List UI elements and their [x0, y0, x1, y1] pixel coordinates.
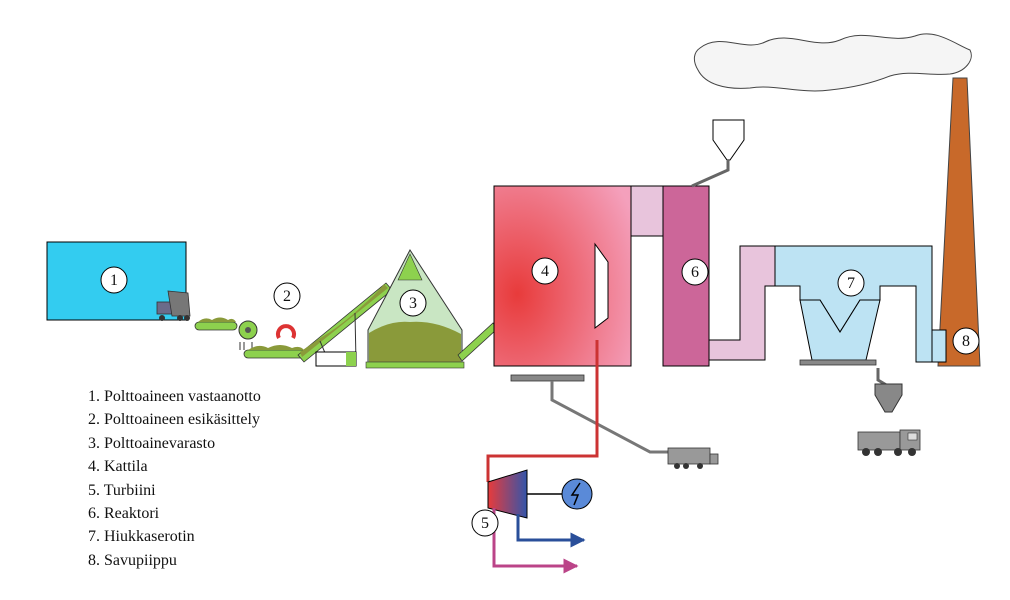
chimney [937, 77, 981, 367]
label-number-3: 3 [409, 295, 417, 312]
fuel-on-incline [300, 284, 388, 357]
legend-number: 4 [88, 458, 96, 476]
boiler [493, 185, 632, 367]
magnet-icon [276, 324, 296, 339]
boiler-ash-grate [510, 374, 585, 382]
legend-number: 3 [88, 434, 96, 452]
legend-label: Polttoaineen vastaanotto [104, 388, 261, 405]
label-circle-3: 3 [399, 289, 427, 317]
legend-label: Reaktori [104, 505, 160, 523]
conveyor-to-boiler [457, 322, 498, 362]
fly-ash-line [876, 368, 889, 388]
legend-item: 8. Savupiippu [88, 551, 177, 569]
legend-label: Savupiippu [104, 551, 177, 569]
separator-ash-grate [799, 359, 877, 366]
truck-icon [156, 290, 191, 321]
legend-number: 1 [88, 388, 96, 405]
label-circle-7: 7 [837, 269, 865, 297]
label-circle-1: 1 [100, 266, 128, 294]
truck-icon [667, 447, 719, 469]
fuel-on-conveyor-2 [248, 345, 304, 350]
hopper-icon [874, 383, 903, 413]
boiler-outlet-duct [630, 185, 664, 237]
flue-gas-duct [708, 245, 776, 361]
label-number-7: 7 [847, 275, 855, 292]
steam-line [486, 340, 599, 482]
legend-item: 3. Polttoainevarasto [88, 434, 216, 452]
ash-line [550, 381, 668, 454]
generator [561, 478, 593, 510]
label-number-5: 5 [481, 515, 489, 532]
legend-number: 6 [88, 505, 96, 523]
smoke-cloud-icon [693, 33, 972, 92]
label-circle-4: 4 [531, 257, 559, 285]
water-return-line [516, 514, 586, 548]
legend-label: Polttoaineen esikäsittely [104, 411, 260, 429]
label-number-2: 2 [283, 288, 291, 305]
legend-item: 5. Turbiini [88, 481, 156, 499]
legend-number: 7 [88, 528, 96, 546]
legend-label: Polttoainevarasto [104, 434, 216, 452]
hopper-icon [712, 119, 745, 161]
sorbent-line [691, 160, 730, 188]
boiler-inner-baffle [594, 242, 609, 330]
legend-item: 2. Polttoaineen esikäsittely [88, 411, 260, 429]
chimney-duct [931, 329, 947, 363]
feeder-box-fill [346, 352, 356, 366]
crusher-hub [245, 327, 251, 333]
fuel-pile-storage [369, 321, 461, 365]
conveyor-2 [243, 349, 307, 359]
storage-roof-pile [397, 253, 423, 281]
legend-item: 4. Kattila [88, 458, 148, 476]
label-circle-5: 5 [471, 509, 499, 537]
lightning-icon [570, 482, 581, 506]
label-circle-2: 2 [273, 282, 301, 310]
legend-number: 8 [88, 551, 96, 569]
label-number-8: 8 [962, 333, 970, 350]
legend-label: Turbiini [103, 481, 156, 499]
legend-item: 1. Polttoaineen vastaanotto [88, 388, 261, 405]
conveyor-1 [194, 321, 238, 331]
label-number-4: 4 [541, 263, 549, 280]
legend: 1. Polttoaineen vastaanotto 2. Polttoain… [88, 385, 261, 572]
label-number-1: 1 [110, 272, 118, 289]
legend-label: Kattila [104, 458, 148, 476]
label-circle-8: 8 [952, 327, 980, 355]
legend-label: Hiukkaserotin [104, 528, 195, 546]
legend-item: 7. Hiukkaserotin [88, 528, 195, 546]
fuel-on-conveyor-1 [198, 317, 236, 322]
label-number-6: 6 [691, 264, 699, 281]
heat-output-line [492, 508, 579, 574]
label-circle-6: 6 [681, 258, 709, 286]
legend-number: 2 [88, 411, 96, 429]
turbine [487, 469, 528, 519]
storage-floor-conveyor [365, 361, 465, 369]
legend-number: 5 [88, 481, 96, 499]
truck-icon [857, 429, 921, 456]
legend-item: 6. Reaktori [88, 505, 160, 523]
